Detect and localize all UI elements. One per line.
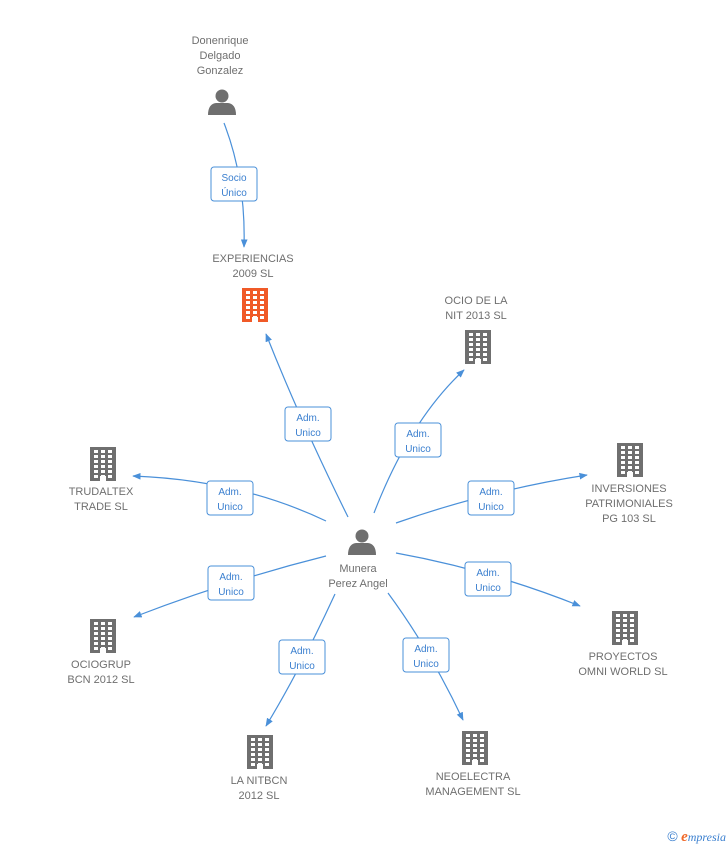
relation-label-text: Unico (405, 444, 431, 455)
building-icon (617, 443, 643, 477)
node-proyectos[interactable]: PROYECTOS OMNI WORLD SL (578, 611, 668, 678)
building-icon (465, 330, 491, 364)
relation-label[interactable]: Adm. Unico (464, 561, 512, 597)
person-icon (348, 529, 376, 555)
node-label: TRUDALTEX (69, 486, 134, 498)
relation-label-text: Unico (289, 661, 315, 672)
relation-label-text: Adm. (296, 413, 319, 424)
node-label: NEOELECTRA (436, 771, 511, 783)
node-label: OCIOGRUP (71, 659, 131, 671)
relation-label-text: Adm. (219, 572, 242, 583)
node-la-nitbcn[interactable]: LA NITBCN 2012 SL (231, 735, 288, 802)
node-label: Delgado (200, 50, 241, 62)
node-label: Donenrique (192, 35, 249, 47)
relation-label-text: Adm. (476, 568, 499, 579)
building-icon (247, 735, 273, 769)
node-inversiones[interactable]: INVERSIONES PATRIMONIALES PG 103 SL (585, 443, 673, 525)
edges-layer (132, 122, 588, 727)
relation-label-text: Unico (413, 659, 439, 670)
node-trudaltex[interactable]: TRUDALTEX TRADE SL (69, 447, 134, 513)
node-label: PATRIMONIALES (585, 498, 673, 510)
node-label: OCIO DE LA (445, 295, 509, 307)
relation-label[interactable]: Adm. Unico (207, 565, 255, 601)
node-ociogrup[interactable]: OCIOGRUP BCN 2012 SL (67, 619, 135, 686)
node-label: TRADE SL (74, 501, 128, 513)
node-label: LA NITBCN (231, 775, 288, 787)
relation-label[interactable]: Adm. Unico (402, 637, 450, 673)
node-label: Perez Angel (328, 578, 387, 590)
person-body (348, 543, 376, 555)
relation-label-text: Único (221, 186, 247, 199)
relation-label-text: Unico (217, 502, 243, 513)
building-icon (90, 619, 116, 653)
relation-label-text: Adm. (414, 644, 437, 655)
relation-label-text: Adm. (290, 646, 313, 657)
node-label: INVERSIONES (591, 483, 666, 495)
node-neoelectra[interactable]: NEOELECTRA MANAGEMENT SL (425, 731, 521, 798)
person-icon (208, 89, 236, 115)
relation-label[interactable]: Adm. Unico (206, 480, 254, 516)
relation-label-text: Adm. (479, 487, 502, 498)
node-experiencias[interactable]: EXPERIENCIAS 2009 SL (212, 253, 294, 322)
brand-logo: empresia (681, 829, 726, 845)
node-ocio-nit[interactable]: OCIO DE LA NIT 2013 SL (445, 295, 509, 364)
relation-label-text: Unico (478, 502, 504, 513)
relation-label[interactable]: Adm. Unico (284, 406, 332, 442)
node-label: BCN 2012 SL (67, 674, 134, 686)
node-label: Gonzalez (197, 65, 243, 77)
node-label: 2012 SL (239, 790, 280, 802)
node-label: PROYECTOS (589, 651, 658, 663)
relation-label[interactable]: Adm. Unico (467, 480, 515, 516)
person-head (215, 89, 229, 103)
copyright-icon: © (667, 828, 678, 844)
node-label: MANAGEMENT SL (425, 786, 520, 798)
relation-label-text: Adm. (218, 487, 241, 498)
building-icon (90, 447, 116, 481)
node-label: EXPERIENCIAS (212, 253, 293, 265)
relation-label-text: Adm. (406, 429, 429, 440)
person-head (355, 529, 369, 543)
node-label: OMNI WORLD SL (578, 666, 667, 678)
building-icon (242, 288, 268, 322)
relation-label[interactable]: Adm. Unico (278, 639, 326, 675)
person-body (208, 103, 236, 115)
footer-brand[interactable]: © empresia (667, 828, 726, 846)
relation-label-text: Socio (221, 173, 246, 184)
relation-label-text: Unico (475, 583, 501, 594)
node-label: 2009 SL (233, 268, 274, 280)
node-label: Munera (339, 563, 377, 575)
relation-label[interactable]: Adm. Unico (394, 422, 442, 458)
relation-label-text: Unico (295, 428, 321, 439)
node-label: NIT 2013 SL (445, 310, 507, 322)
relation-label-text: Unico (218, 587, 244, 598)
node-label: PG 103 SL (602, 513, 656, 525)
building-icon (612, 611, 638, 645)
building-icon (462, 731, 488, 765)
